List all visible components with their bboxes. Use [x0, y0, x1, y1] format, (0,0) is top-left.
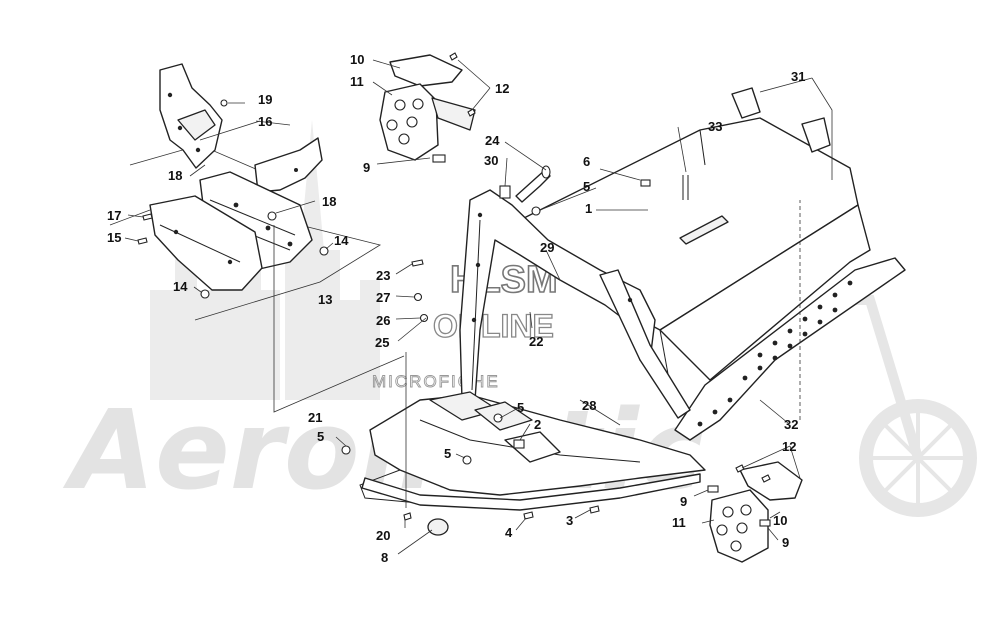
washer-27: [413, 292, 423, 302]
callout-30: 30: [484, 153, 498, 168]
screw-12-lower-a: [735, 464, 745, 473]
callout-3: 3: [566, 513, 573, 528]
clip-9-upper: [432, 154, 446, 163]
callout-12-upper: 12: [495, 81, 509, 96]
callout-28: 28: [582, 398, 596, 413]
running-board-holes: [697, 280, 853, 427]
castle-silhouette-icon: [150, 120, 380, 400]
nut-18: [267, 211, 277, 221]
heel-guard-bracket-10-lower: [739, 461, 803, 501]
callout-14-right: 14: [334, 233, 349, 248]
callout-32: 32: [784, 417, 798, 432]
screw-23: [411, 259, 424, 267]
callout-31: 31: [791, 69, 805, 84]
nut-5-lower: [462, 455, 472, 465]
callout-13: 13: [318, 292, 332, 307]
rear-bumper-31-left: [731, 87, 761, 119]
nut-5-mid: [493, 413, 503, 423]
callout-10-upper: 10: [350, 52, 364, 67]
callout-24: 24: [485, 133, 500, 148]
callout-10-lower: 10: [773, 513, 787, 528]
callout-11-lower: 11: [672, 515, 686, 530]
skid-rail: [361, 473, 701, 511]
frame-right-leg: [599, 269, 691, 419]
washer-19: [220, 99, 228, 107]
screw-12-lower-b: [761, 474, 771, 483]
heel-guard-bracket-10-upper: [389, 54, 463, 87]
nut-26: [419, 313, 429, 323]
screw-17: [142, 213, 153, 221]
bushing-30: [499, 185, 511, 199]
callout-25: 25: [375, 335, 389, 350]
callout-19: 19: [258, 92, 272, 107]
clip-9-lower-b: [759, 519, 771, 527]
callout-2: 2: [534, 417, 541, 432]
callout-8: 8: [381, 550, 388, 565]
callout-5-lower: 5: [444, 446, 451, 461]
callout-6: 6: [583, 154, 590, 169]
steering-lower-plate: [149, 195, 263, 291]
callout-15: 15: [107, 230, 121, 245]
screw-20: [403, 512, 412, 521]
front-chassis: [335, 189, 789, 555]
callout-12-lower: 12: [782, 439, 796, 454]
callout-23: 23: [376, 268, 390, 283]
callout-5-front: 5: [317, 429, 324, 444]
nut-6: [640, 179, 651, 187]
bracket-33: [682, 175, 689, 200]
callout-labels: 1 2 3 4 5 5 5 5 6 8 9 9 9 10 10 11 11 12…: [107, 52, 805, 565]
steering-support-assembly: [109, 63, 405, 413]
right-heel-guard-assembly: [693, 445, 803, 563]
callout-5-upper: 5: [583, 179, 590, 194]
callout-9-lower-a: 9: [680, 494, 687, 509]
steering-arm-assembly: [499, 141, 551, 203]
callout-4: 4: [505, 525, 513, 540]
nut-14-left: [200, 289, 210, 299]
steering-rod-24: [515, 169, 551, 203]
callout-1: 1: [585, 201, 592, 216]
callout-33: 33: [708, 119, 722, 134]
callout-17: 17: [107, 208, 121, 223]
callout-11-upper: 11: [350, 74, 364, 89]
watermark-site-line2: ONLINE: [433, 308, 554, 344]
callout-22: 22: [529, 334, 543, 349]
motorcycle-wheel-icon: [820, 280, 977, 517]
nut-5-front: [341, 445, 351, 455]
grommet-8: [427, 518, 449, 536]
screw-12-upper: [449, 52, 458, 61]
tunnel-side: [659, 204, 871, 381]
callout-5-mid: 5: [517, 400, 524, 415]
clip-9-lower-a: [707, 485, 719, 493]
left-heel-guard-assembly: [372, 52, 491, 165]
screw-15: [137, 237, 148, 245]
callout-18-left: 18: [168, 168, 182, 183]
screw-12-lower: [467, 108, 476, 117]
callout-18-right: 18: [322, 194, 336, 209]
watermark-site-line3: MICROFICHE: [372, 372, 500, 391]
callout-21: 21: [308, 410, 322, 425]
nut-5-upper: [531, 206, 541, 216]
callout-16: 16: [258, 114, 272, 129]
callout-27: 27: [376, 290, 390, 305]
clip-2: [513, 439, 525, 449]
rear-bumper-31-right: [801, 117, 831, 153]
screw-3: [589, 505, 600, 514]
callout-26: 26: [376, 313, 390, 328]
callout-29: 29: [540, 240, 554, 255]
callout-14-left: 14: [173, 279, 188, 294]
callout-20: 20: [376, 528, 390, 543]
screw-4: [523, 511, 534, 520]
callout-9-upper: 9: [363, 160, 370, 175]
callout-9-lower-b: 9: [782, 535, 789, 550]
